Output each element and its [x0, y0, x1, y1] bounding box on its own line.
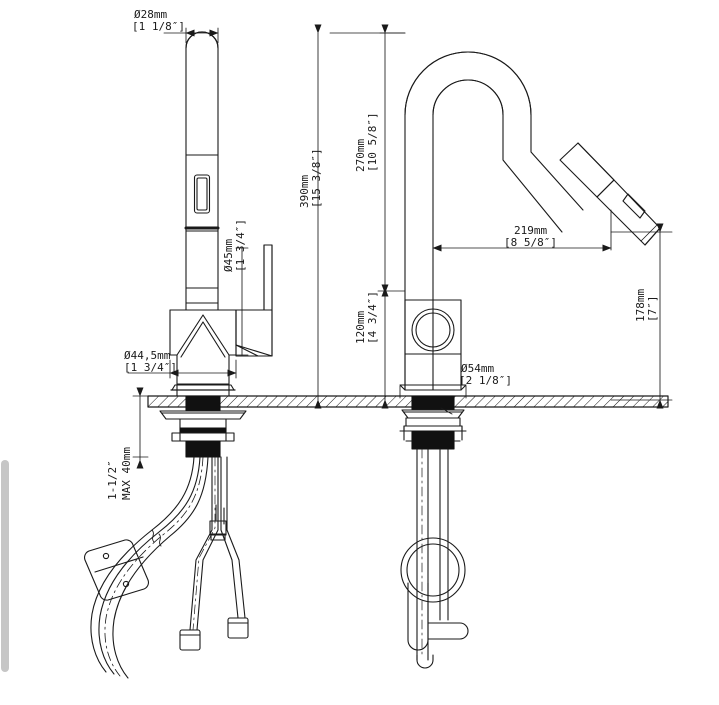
dim-body-diameter-imperial: [1 3/4″]	[124, 361, 177, 374]
dim-clearance-metric: 178mm	[634, 289, 647, 322]
dim-tube-diameter-imperial: [1 1/8″]	[132, 20, 185, 33]
side-elevation-view	[399, 51, 661, 669]
dimension-labels: Ø28mm [1 1/8″] Ø44,5mm [1 3/4″] Ø45mm [1…	[106, 8, 659, 500]
counterweight-side	[400, 448, 469, 669]
dim-hub-diameter-imperial: [1 3/4″]	[234, 219, 247, 272]
dim-body-height-imperial: [4 3/4″]	[366, 291, 379, 344]
dim-base-diameter-imperial: [2 1/8″]	[459, 374, 512, 387]
dim-spout-height-imperial: [10 5/8″]	[366, 112, 379, 172]
scrollbar-thumb[interactable]	[1, 460, 9, 672]
dim-base-diameter-metric: Ø54mm	[461, 362, 494, 375]
dim-reach-metric: 219mm	[514, 224, 547, 237]
vertical-scrollbar[interactable]	[0, 0, 9, 705]
dim-clearance-imperial: [7″]	[646, 296, 659, 323]
dim-total-height-metric: 390mm	[298, 175, 311, 208]
deck-mount-side	[399, 384, 467, 450]
countertop-section	[147, 395, 669, 408]
faucet-body-front	[169, 302, 237, 391]
counterweight-front	[84, 539, 149, 601]
gooseneck-spout	[404, 51, 584, 391]
dim-reach-imperial: [8 5/8″]	[504, 236, 557, 249]
supply-tails-front	[179, 456, 249, 651]
dim-deck-thickness-imperial: 1-1/2″	[106, 460, 119, 500]
dim-body-height-metric: 120mm	[354, 311, 367, 344]
dim-hub-diameter-metric: Ø45mm	[222, 239, 235, 272]
dim-total-height-imperial: [15 3/8″]	[310, 148, 323, 208]
spray-head-front	[185, 31, 219, 156]
hose-break-marks	[151, 529, 162, 547]
spout-tube-front	[185, 230, 219, 304]
dim-body-diameter-metric: Ø44,5mm	[124, 349, 171, 362]
spray-head-side	[559, 142, 661, 246]
dimension-lines	[127, 24, 673, 469]
spray-head-grip	[184, 154, 220, 232]
dim-deck-thickness-metric: MAX 40mm	[120, 447, 133, 500]
dim-spout-height-metric: 270mm	[354, 139, 367, 172]
dim-tube-diameter-metric: Ø28mm	[134, 8, 167, 21]
